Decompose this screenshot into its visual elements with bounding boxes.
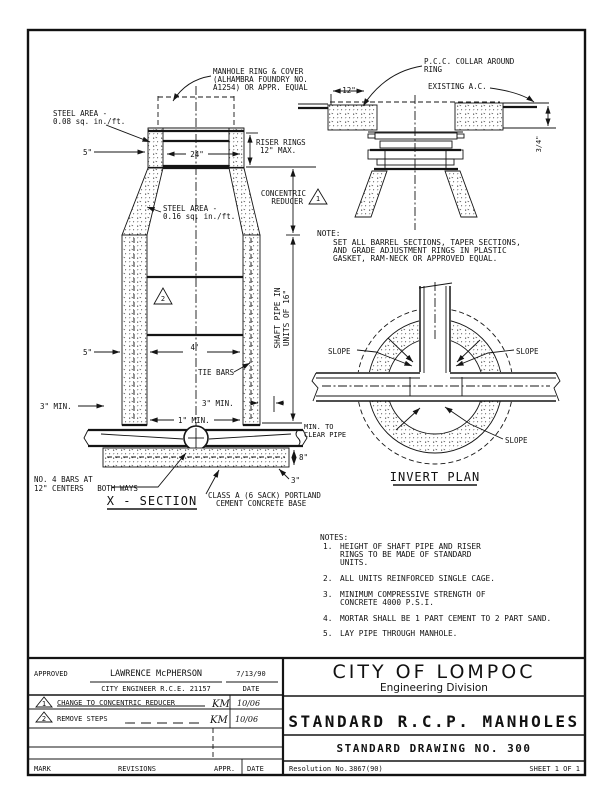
revision-2-marker — [153, 287, 173, 305]
notes-title: NOTES: — [320, 533, 348, 542]
agency-name: CITY OF LOMPOC — [333, 661, 536, 683]
engineer-line: CITY ENGINEER R.C.E. 21157 — [101, 685, 211, 693]
rev-2-appr: KM — [209, 715, 228, 726]
note-5-line: LAY PIPE THROUGH MANHOLE. — [340, 629, 457, 638]
note-3-line-2: CONCRETE 4000 P.S.I. — [340, 598, 434, 607]
dim-3in: 3" — [291, 476, 300, 485]
resolution-number: 3867(90) — [349, 765, 383, 773]
note-2-num: 2. — [323, 574, 332, 583]
revision-1-marker — [308, 188, 328, 205]
dim-12in: 12" — [342, 86, 356, 95]
label-tie-bars: TIE BARS — [198, 368, 235, 377]
x-section-title: X - SECTION — [107, 494, 197, 508]
approved-date: 7/13/90 — [236, 670, 266, 678]
dim-5in-mid: 5" — [83, 348, 92, 357]
appr-column-label: APPR. — [214, 765, 235, 773]
label-shaft-pipe-2: UNITS OF 16" — [282, 290, 291, 346]
label-bars-1: NO. 4 BARS AT — [34, 475, 93, 484]
invert-plan-title: INVERT PLAN — [390, 470, 480, 484]
rev-1-date: 10/06 — [237, 699, 260, 708]
dim-5in-top: 5" — [83, 148, 92, 157]
label-manhole-ring-cover-2: (ALHAMBRA FOUNDRY NO. — [213, 75, 308, 84]
dim-24in: 24" — [190, 150, 204, 159]
drawing-number: STANDARD DRAWING NO. 300 — [337, 742, 532, 755]
label-steel-area-mid-1: STEEL AREA - — [163, 204, 217, 213]
revision-2-number: 2 — [161, 295, 165, 303]
dim-3in-min-right: 3" MIN. — [202, 399, 234, 408]
label-steel-area-mid-2: 0.16 sq. in./ft. — [163, 212, 235, 221]
mark-column-label: MARK — [34, 765, 52, 773]
approved-label: APPROVED — [34, 670, 68, 678]
label-steel-area-top-2: 0.08 sq. in./ft. — [53, 117, 125, 126]
label-concentric-2: REDUCER — [271, 197, 303, 206]
label-min-to-clear-2: CLEAR PIPE — [304, 431, 346, 439]
rev-2-date: 10/06 — [235, 715, 258, 724]
rev-1-desc: CHANGE TO CONCENTRIC REDUCER — [57, 699, 176, 707]
invert-plan-drawing: SLOPE SLOPE SLOPE INVERT PLAN — [311, 282, 561, 486]
dim-three-quarter: 3/4" — [535, 136, 543, 153]
rev-2-mark: 2 — [42, 715, 46, 723]
revisions-column-label: REVISIONS — [118, 765, 156, 773]
note-1-line-2: RINGS TO BE MADE OF STANDARD — [340, 550, 472, 559]
drawing-title: STANDARD R.C.P. MANHOLES — [288, 712, 579, 731]
dim-8in: 8" — [299, 453, 308, 462]
dim-1in-min: 1" MIN. — [178, 416, 210, 425]
agency-title-block: CITY OF LOMPOC Engineering Division STAN… — [283, 661, 585, 773]
revision-1-number: 1 — [316, 195, 320, 203]
label-min-to-clear-1: MIN. TO — [304, 423, 334, 431]
note-1-num: 1. — [323, 542, 332, 551]
label-slope-bottom: SLOPE — [505, 436, 528, 445]
x-section-drawing: 2 1 MANHOLE RING & COVER (ALHAMBRA FOUND… — [34, 67, 346, 510]
note-2-line: ALL UNITS REINFORCED SINGLE CAGE. — [340, 574, 495, 583]
approved-name: LAWRENCE McPHERSON — [110, 669, 202, 679]
label-pcc-collar-1: P.C.C. COLLAR AROUND — [424, 57, 515, 66]
sheet-number: SHEET 1 OF 1 — [529, 765, 580, 773]
rev-2-triangle — [35, 711, 53, 723]
label-steel-area-top-1: STEEL AREA - — [53, 109, 107, 118]
label-shaft-pipe-1: SHAFT PIPE IN — [273, 287, 282, 348]
resolution-label: Resolution No. — [289, 765, 348, 773]
note-5-num: 5. — [323, 629, 332, 638]
date-label: DATE — [243, 685, 260, 693]
note-1-line-1: HEIGHT OF SHAFT PIPE AND RISER — [340, 542, 481, 551]
label-pcc-collar-2: RING — [424, 65, 443, 74]
sheet-border — [26, 28, 587, 777]
title-block: APPROVED LAWRENCE McPHERSON 7/13/90 CITY… — [28, 656, 585, 775]
approval-revisions-table: APPROVED LAWRENCE McPHERSON 7/13/90 CITY… — [28, 669, 283, 775]
note-4-num: 4. — [323, 614, 332, 623]
note-3-num: 3. — [323, 590, 332, 599]
note-line-1: SET ALL BARREL SECTIONS, TAPER SECTIONS, — [333, 238, 521, 247]
label-slope-left: SLOPE — [328, 347, 351, 356]
note-line-2: AND GRADE ADJUSTMENT RINGS IN PLASTIC — [333, 246, 507, 255]
dim-3in-min-left: 3" MIN. — [40, 402, 72, 411]
label-manhole-ring-cover-3: A1254) OR APPR. EQUAL — [213, 83, 308, 92]
division-name: Engineering Division — [380, 682, 488, 694]
collar-detail-drawing: 3/4" P.C.C. COLLAR AROUND RING 12" EXIST… — [298, 57, 556, 263]
rev-2-desc: REMOVE STEPS — [57, 715, 108, 723]
label-slope-right: SLOPE — [516, 347, 539, 356]
rev-1-appr: KM — [211, 699, 230, 710]
label-riser-rings-1: RISER RINGS — [256, 138, 306, 147]
label-class-a-2: CEMENT CONCRETE BASE — [216, 499, 307, 508]
note-title: NOTE: — [317, 229, 340, 238]
note-3-line-1: MINIMUM COMPRESSIVE STRENGTH OF — [340, 590, 486, 599]
label-riser-rings-2: 12" MAX. — [260, 146, 296, 155]
note-line-3: GASKET, RAM-NECK OR APPROVED EQUAL. — [333, 254, 497, 263]
label-existing-ac: EXISTING A.C. — [428, 82, 487, 91]
label-manhole-ring-cover-1: MANHOLE RING & COVER — [213, 67, 304, 76]
rev-1-triangle — [35, 696, 53, 708]
label-bars-2: 12" CENTERS BOTH WAYS — [34, 484, 138, 493]
label-concentric-1: CONCENTRIC — [261, 189, 306, 198]
dim-4ft: 4' — [190, 343, 199, 352]
label-class-a-1: CLASS A (6 SACK) PORTLAND — [208, 491, 321, 500]
general-notes: NOTES: 1. HEIGHT OF SHAFT PIPE AND RISER… — [320, 533, 551, 638]
note-1-line-3: UNITS. — [340, 558, 368, 567]
date-column-label: DATE — [247, 765, 264, 773]
note-4-line: MORTAR SHALL BE 1 PART CEMENT TO 2 PART … — [340, 614, 551, 623]
rev-1-mark: 1 — [42, 700, 46, 708]
